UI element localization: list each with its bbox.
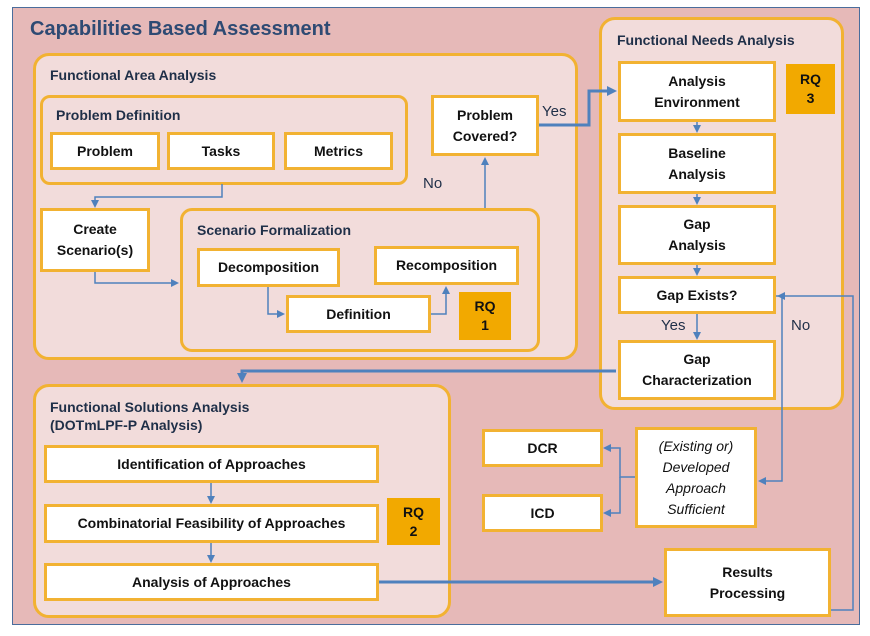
tasks-box: Tasks	[167, 132, 275, 170]
gap-characterization-box: Gap Characterization	[618, 340, 776, 400]
arrow-characterization-to-solutions	[237, 369, 616, 383]
create-scenarios-box: Create Scenario(s)	[40, 208, 150, 272]
arrow-gap-exists-no-to-approach	[758, 295, 783, 485]
arrow-results-to-gap-exists	[777, 292, 854, 611]
rq1-badge: RQ 1	[459, 292, 511, 340]
arrow-approach-to-dcr	[603, 444, 635, 478]
analysis-environment-box: Analysis Environment	[618, 61, 776, 122]
gap-exists-box: Gap Exists?	[618, 276, 776, 314]
arrow-create-to-scenario-formalization	[94, 272, 179, 287]
arrow-definition-to-recomposition	[431, 286, 450, 315]
scenario-formalization-title: Scenario Formalization	[197, 222, 352, 238]
functional-solutions-analysis-title-line2: (DOTmLPF-P Analysis)	[50, 417, 203, 433]
rq3-badge: RQ 3	[786, 64, 835, 114]
arrow-approach-to-icd	[603, 477, 621, 517]
metrics-box: Metrics	[284, 132, 393, 170]
dcr-box: DCR	[482, 429, 603, 467]
icd-box: ICD	[482, 494, 603, 532]
gap-analysis-box: Gap Analysis	[618, 205, 776, 265]
baseline-analysis-box: Baseline Analysis	[618, 133, 776, 194]
arrow-decomposition-to-definition	[267, 287, 285, 318]
diagram-title: Capabilities Based Assessment	[30, 18, 331, 40]
recomposition-box: Recomposition	[374, 246, 519, 285]
functional-solutions-analysis-title-line1: Functional Solutions Analysis	[50, 399, 250, 415]
arrow-problem-covered-to-analysis-environment	[539, 86, 617, 127]
identification-of-approaches-box: Identification of Approaches	[44, 445, 379, 483]
decomposition-box: Decomposition	[197, 248, 340, 287]
problem-covered-box: Problem Covered?	[431, 95, 539, 156]
functional-solutions-analysis-title: Functional Solutions Analysis (DOTmLPF-P…	[50, 398, 249, 434]
combinatorial-feasibility-box: Combinatorial Feasibility of Approaches	[44, 504, 379, 543]
no-label-problem-covered: No	[423, 175, 443, 192]
approach-sufficient-box: (Existing or) Developed Approach Suffici…	[635, 427, 757, 528]
results-processing-box: Results Processing	[664, 548, 831, 617]
rq2-badge: RQ 2	[387, 498, 440, 545]
analysis-of-approaches-box: Analysis of Approaches	[44, 563, 379, 601]
functional-needs-analysis-title: Functional Needs Analysis	[617, 32, 795, 48]
yes-label-problem-covered: Yes	[542, 103, 567, 120]
problem-box: Problem	[50, 132, 160, 170]
problem-definition-title: Problem Definition	[56, 107, 181, 123]
no-label-gap-exists: No	[791, 317, 811, 334]
functional-area-analysis-title: Functional Area Analysis	[50, 67, 217, 83]
yes-label-gap-exists: Yes	[661, 317, 686, 334]
arrow-tasks-to-create-scenarios	[91, 184, 223, 208]
definition-box: Definition	[286, 295, 431, 333]
